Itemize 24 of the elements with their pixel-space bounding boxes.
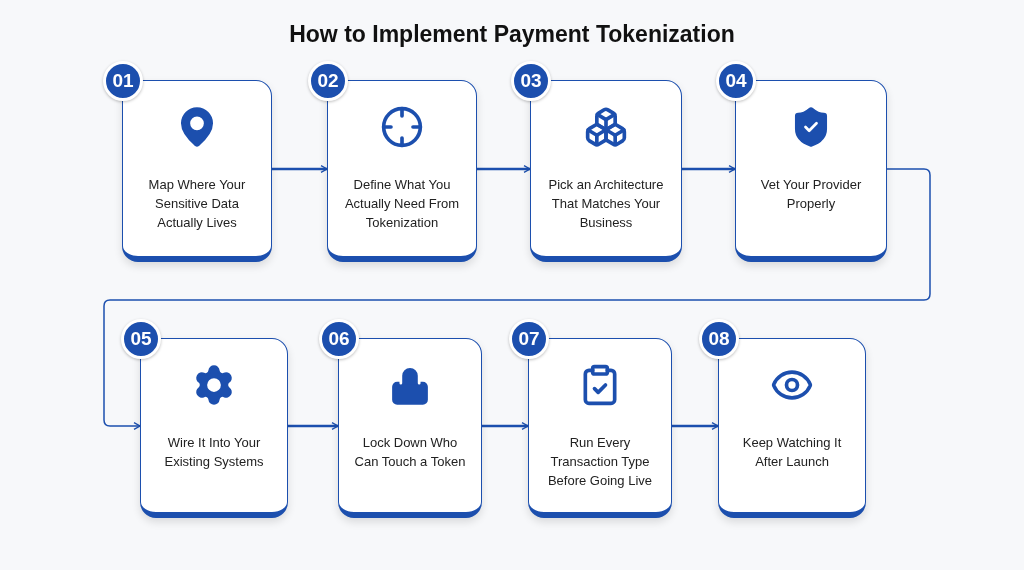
- arrow: [272, 165, 328, 173]
- title: How to Implement Payment Tokenization: [289, 20, 735, 49]
- step-number-badge: 06: [319, 319, 359, 359]
- step-number-badge: 01: [103, 61, 143, 101]
- arrow: [477, 165, 531, 173]
- arrow: [672, 422, 719, 430]
- step-label: Lock Down Who Can Touch a Token: [353, 434, 467, 471]
- step-label: Map Where Your Sensitive Data Actually Lives: [147, 176, 247, 232]
- step-number-badge: 03: [511, 61, 551, 101]
- step-number-badge: 05: [121, 319, 161, 359]
- arrow: [482, 422, 529, 430]
- step-number-badge: 08: [699, 319, 739, 359]
- step-label: Run Every Transaction Type Before Going Live: [546, 434, 654, 490]
- step-number-badge: 02: [308, 61, 348, 101]
- step-label: Wire It Into Your Existing Systems: [163, 434, 265, 471]
- arrow: [288, 422, 339, 430]
- step-label: Define What You Actually Need From Tokenization: [343, 176, 461, 232]
- step-label: Vet Your Provider Properly: [759, 176, 863, 213]
- arrow: [103, 168, 931, 430]
- step-number-badge: 04: [716, 61, 756, 101]
- arrow: [682, 165, 736, 173]
- step-label: Keep Watching It After Launch: [741, 434, 843, 471]
- step-label: Pick an Architecture That Matches Your Business: [547, 176, 665, 232]
- step-number-badge: 07: [509, 319, 549, 359]
